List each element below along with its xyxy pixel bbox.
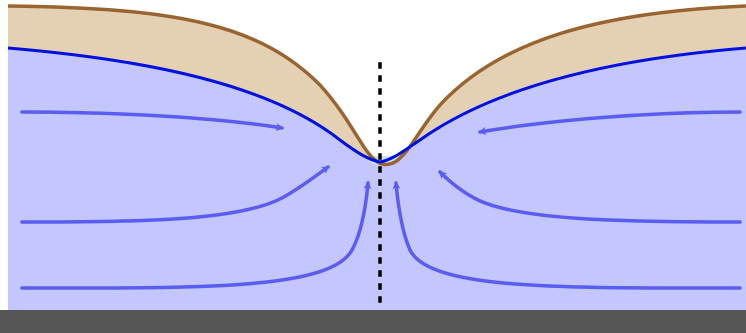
saturated-zone bbox=[8, 48, 746, 310]
bedrock bbox=[0, 310, 746, 333]
